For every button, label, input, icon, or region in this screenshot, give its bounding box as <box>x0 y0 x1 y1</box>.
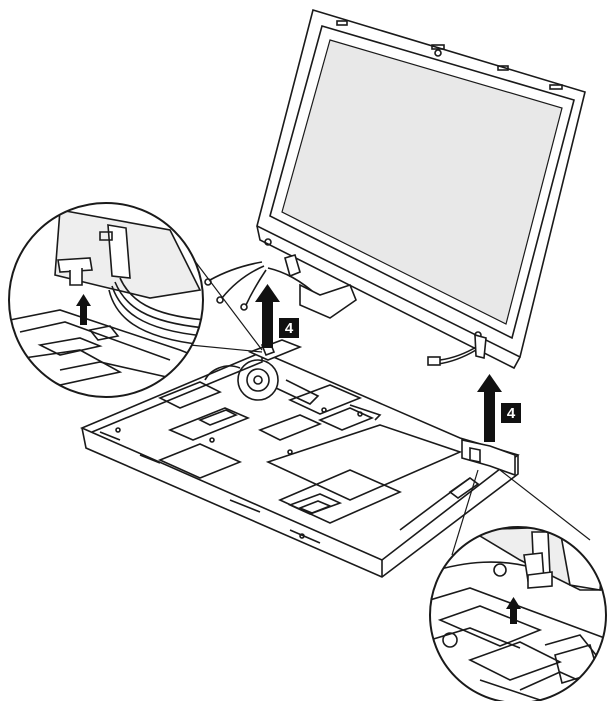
step-callout-left: 4 <box>279 318 299 338</box>
step-callout-right: 4 <box>501 403 521 423</box>
lcd-cable-right <box>427 333 487 366</box>
laptop-base <box>79 339 520 578</box>
up-arrow-icon <box>477 374 502 442</box>
lcd-panel <box>256 8 586 370</box>
step-label-right: 4 <box>507 405 516 422</box>
step-label-left: 4 <box>285 320 294 337</box>
up-arrow-icon <box>76 294 91 325</box>
magnify-circle-icon <box>8 202 263 398</box>
up-arrow-icon <box>255 284 280 348</box>
magnify-circle-icon <box>429 469 607 701</box>
up-arrow-icon <box>506 597 521 624</box>
lcd-cable <box>204 254 357 319</box>
